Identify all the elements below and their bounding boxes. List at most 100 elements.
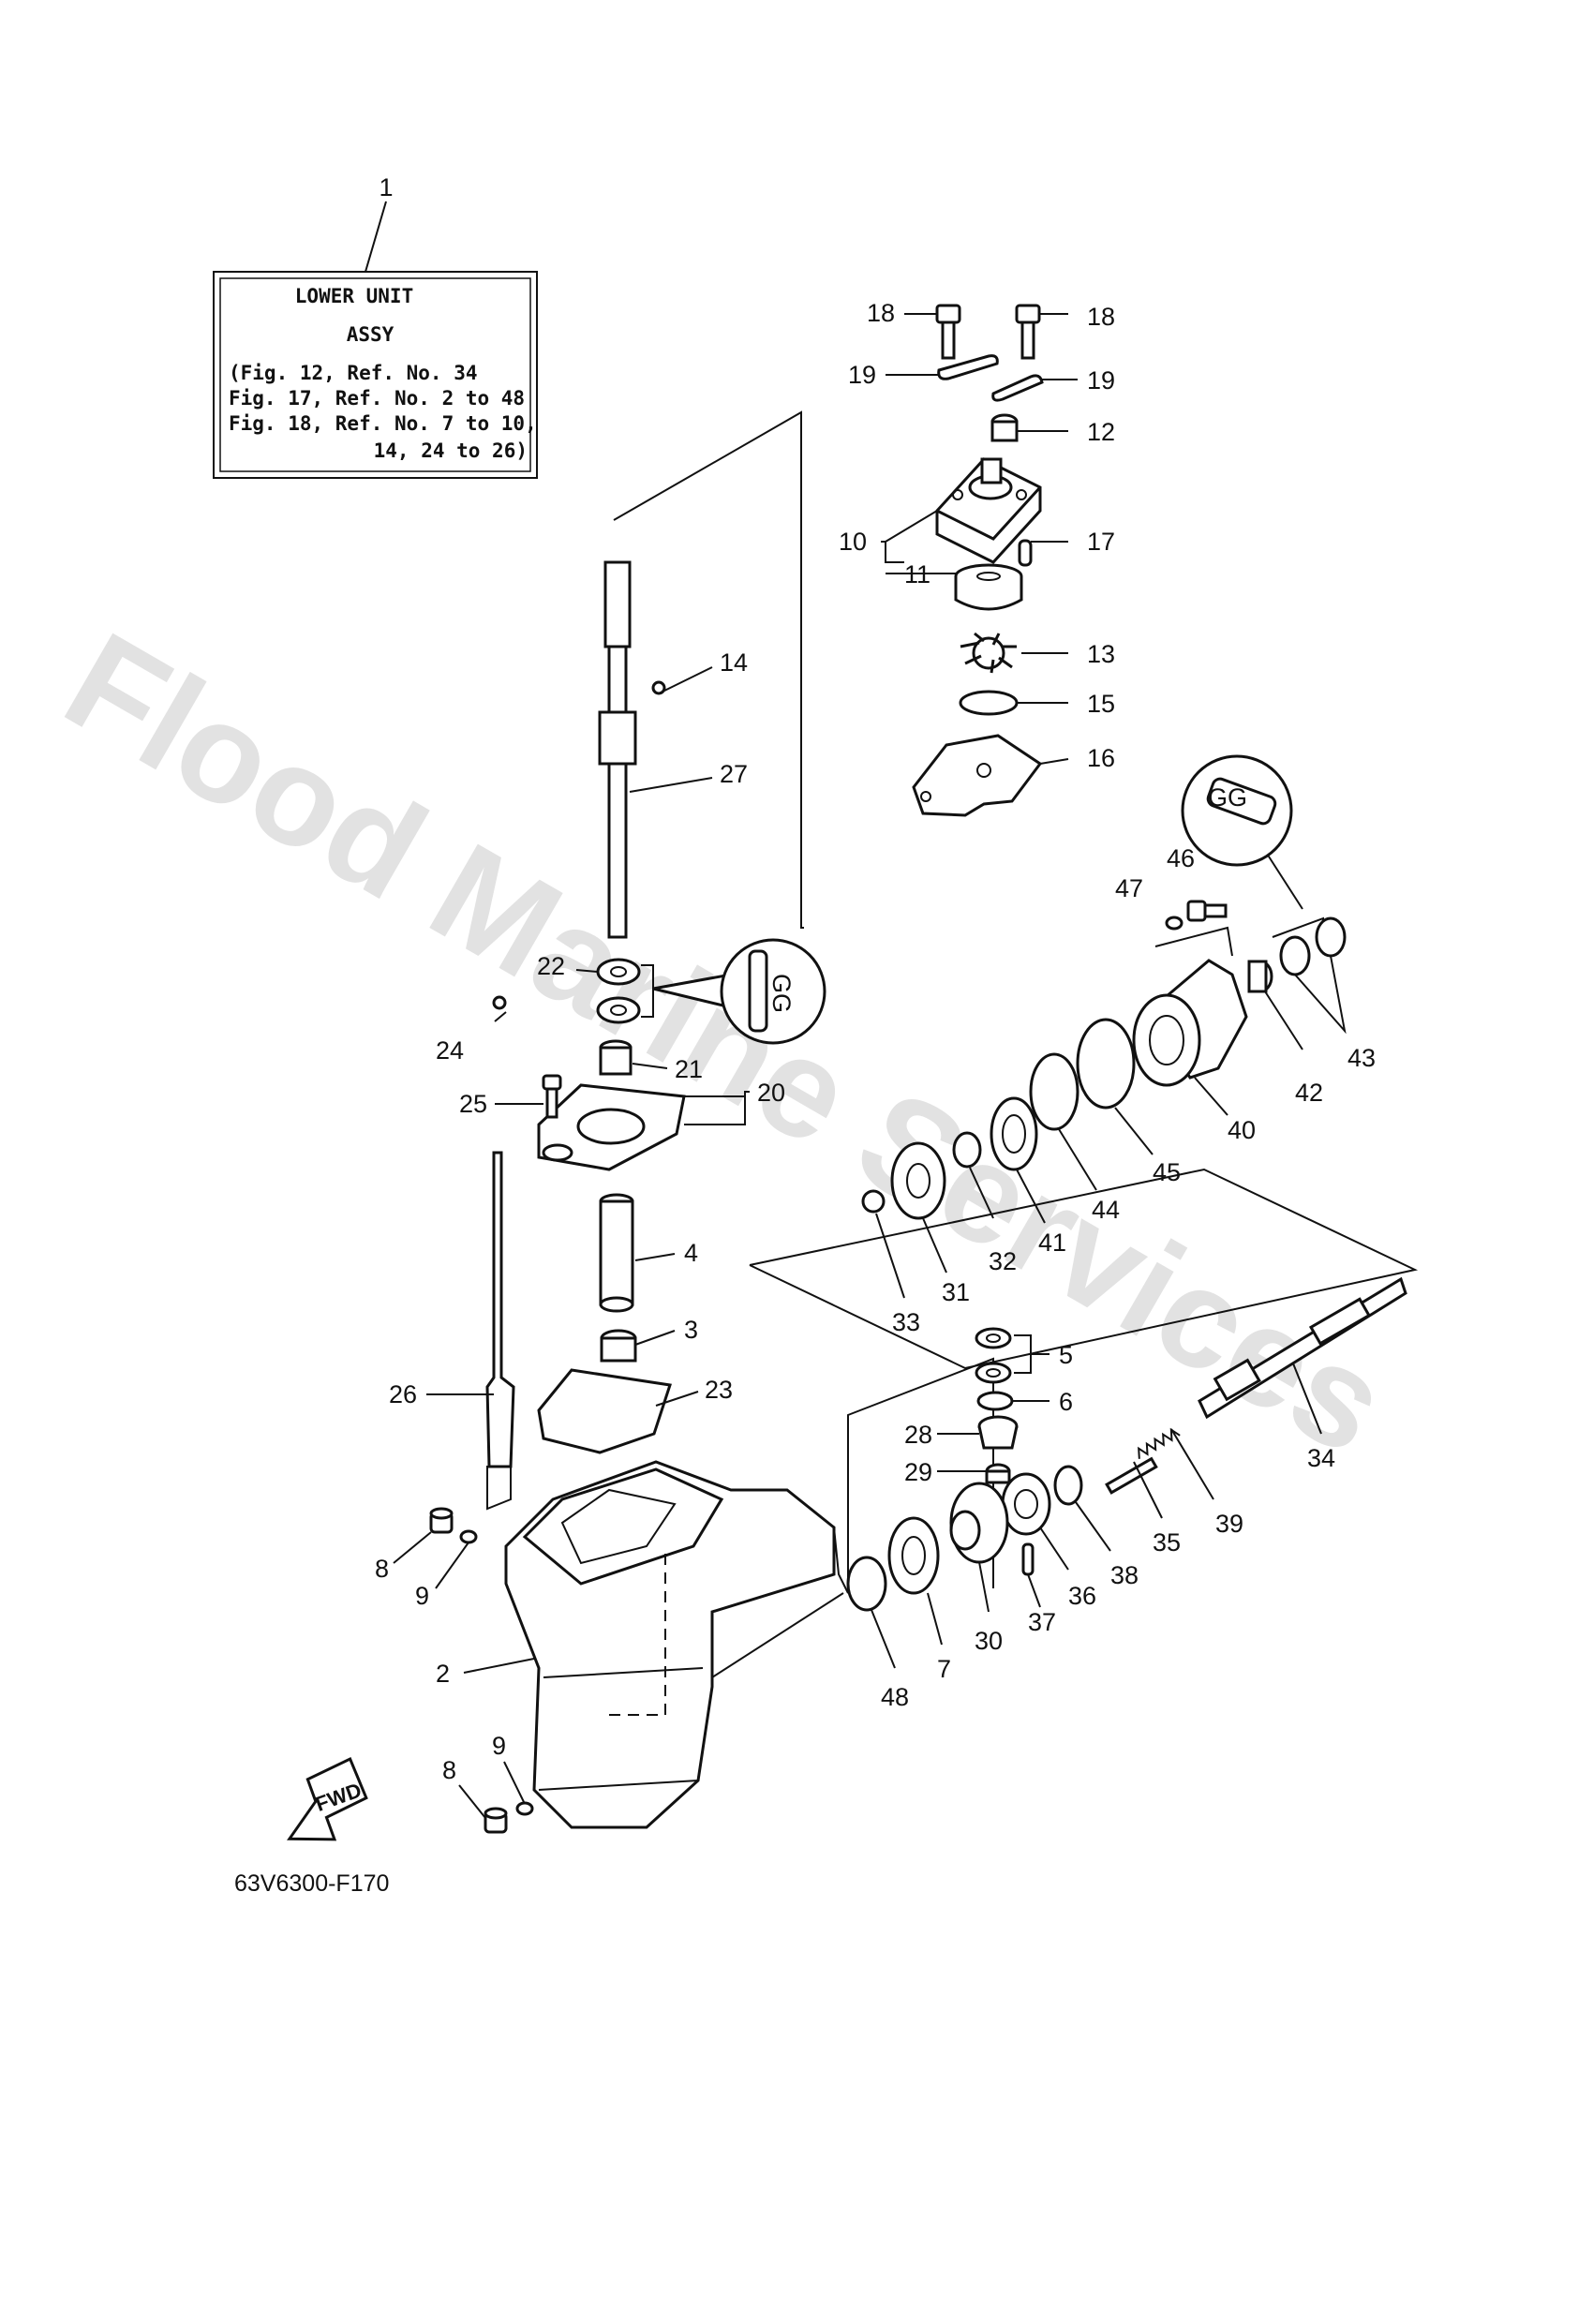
info-box-line-2: Fig. 17, Ref. No. 2 to 48	[229, 387, 525, 410]
callout-labels: 1 18 18 19 19 12 10 11 17 13 15 16 14 27…	[375, 173, 1376, 1784]
callout-15: 15	[1087, 690, 1115, 718]
insert-cartridge-11	[954, 563, 1023, 611]
callout-35: 35	[1153, 1528, 1181, 1557]
gasket-23	[537, 1368, 672, 1454]
seal-3	[600, 1329, 637, 1363]
callout-43: 43	[1347, 1044, 1376, 1072]
callout-26: 26	[389, 1380, 417, 1408]
callout-48: 48	[881, 1683, 909, 1711]
info-box-line-1: (Fig. 12, Ref. No. 34	[229, 362, 478, 384]
spring-39	[1138, 1427, 1181, 1459]
oil-seal-43a	[1279, 935, 1311, 976]
callout-9-lower: 9	[492, 1732, 506, 1760]
taper-roller-bearing-7	[887, 1516, 940, 1595]
callout-19-left: 19	[848, 361, 876, 389]
thrust-bearing-5	[975, 1327, 1032, 1384]
callout-19-right: 19	[1087, 366, 1115, 395]
pin-37	[1021, 1542, 1035, 1576]
callout-8-upper: 8	[375, 1555, 389, 1583]
propeller-shaft-housing-40	[1132, 959, 1248, 1087]
pump-housing-10	[935, 457, 1042, 564]
callout-3: 3	[684, 1316, 698, 1344]
o-ring-44	[1029, 1052, 1079, 1131]
callout-45: 45	[1153, 1158, 1181, 1186]
callout-30: 30	[975, 1627, 1003, 1655]
callout-31: 31	[942, 1278, 970, 1306]
grommet-12	[990, 413, 1019, 442]
info-box-title: LOWER UNIT	[295, 285, 413, 307]
plate-19-left	[937, 354, 999, 380]
drive-shaft-housing-20	[537, 1083, 686, 1171]
callout-11: 11	[904, 560, 930, 588]
grease-symbol-left: GG	[767, 974, 796, 1013]
info-box-subtitle: ASSY	[347, 323, 394, 346]
bushing-42	[1247, 960, 1273, 993]
o-ring-15	[959, 690, 1019, 716]
bolt-25	[542, 1074, 562, 1119]
callout-25: 25	[459, 1090, 487, 1118]
shim-32	[952, 1131, 982, 1169]
callout-2: 2	[436, 1660, 450, 1688]
figure-code: 63V6300-F170	[234, 1870, 389, 1897]
shim-48	[846, 1556, 887, 1612]
shift-plunger-35	[1105, 1456, 1158, 1495]
drive-shaft-group	[598, 410, 804, 939]
shim-6	[976, 1391, 1014, 1411]
callout-20: 20	[757, 1079, 785, 1107]
shift-rod-26	[485, 1151, 515, 1511]
forward-gear-30	[949, 1482, 1009, 1564]
callout-33: 33	[892, 1308, 920, 1336]
callout-40: 40	[1228, 1116, 1256, 1144]
callout-32: 32	[989, 1247, 1017, 1275]
plate-19-right	[991, 374, 1044, 402]
pin-17	[1018, 539, 1033, 567]
grease-symbol-right: GG	[1208, 783, 1247, 812]
callout-21: 21	[675, 1055, 703, 1083]
grease-callout-right: GG	[1181, 754, 1303, 910]
callout-18-right: 18	[1087, 303, 1115, 331]
propeller-shaft-34	[1198, 1276, 1407, 1420]
callout-5: 5	[1059, 1341, 1073, 1369]
oil-seal-43b	[1315, 916, 1347, 958]
callout-46: 46	[1167, 844, 1195, 872]
plug-8-upper	[429, 1507, 454, 1534]
bolt-18-right	[1015, 304, 1041, 360]
plug-8-lower	[484, 1807, 508, 1834]
callout-36: 36	[1068, 1582, 1096, 1610]
spring-38	[1053, 1465, 1083, 1506]
bolt-46	[1186, 900, 1228, 922]
callout-34: 34	[1307, 1444, 1335, 1472]
callout-18-left: 18	[867, 299, 895, 327]
callout-10: 10	[839, 528, 867, 556]
callout-41: 41	[1038, 1229, 1066, 1257]
propeller-shaft-group	[749, 900, 1419, 1612]
info-box-line-4: 14, 24 to 26)	[374, 439, 528, 462]
nut-29	[985, 1463, 1011, 1484]
callout-9-upper: 9	[415, 1582, 429, 1610]
leader-lines	[365, 201, 1347, 1819]
callout-47: 47	[1115, 874, 1143, 902]
callout-44: 44	[1092, 1196, 1120, 1224]
callout-12: 12	[1087, 418, 1115, 446]
callout-14: 14	[720, 648, 748, 677]
callout-8-lower: 8	[442, 1756, 456, 1784]
callout-37: 37	[1028, 1608, 1056, 1636]
grease-callout-left: GG	[652, 938, 826, 1045]
callout-13: 13	[1087, 640, 1115, 668]
bolt-18-left	[935, 304, 961, 360]
callout-16: 16	[1087, 744, 1115, 772]
washer-47	[1165, 916, 1184, 931]
callout-24: 24	[436, 1036, 464, 1065]
bearing-22	[596, 958, 654, 1024]
impeller-13	[960, 632, 1017, 674]
callout-27: 27	[720, 760, 748, 788]
washer-9-upper	[459, 1529, 478, 1544]
callout-17: 17	[1087, 528, 1115, 556]
callout-38: 38	[1110, 1561, 1139, 1589]
callout-28: 28	[904, 1421, 932, 1449]
bearing-41	[990, 1096, 1038, 1171]
callout-6: 6	[1059, 1388, 1073, 1416]
callout-29: 29	[904, 1458, 932, 1486]
callout-23: 23	[705, 1376, 733, 1404]
lower-casing-2	[504, 1357, 994, 1829]
